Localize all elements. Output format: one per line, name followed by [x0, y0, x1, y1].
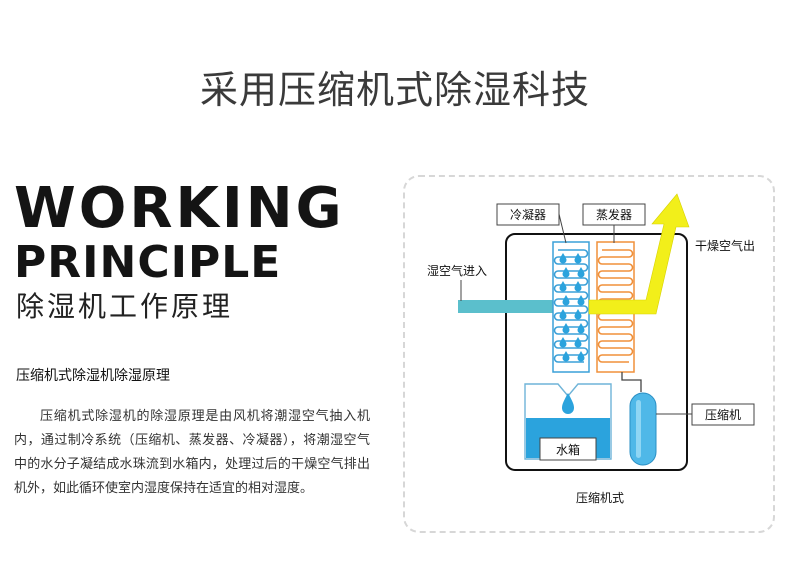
compressor-body	[629, 392, 657, 466]
condenser-coil	[553, 249, 589, 363]
water-drop	[559, 337, 567, 348]
condenser-leader	[558, 213, 567, 244]
water-drop-icon	[562, 393, 574, 414]
refrigerant-pipe	[621, 372, 642, 392]
water-drop	[577, 351, 585, 362]
condenser-label: 冷凝器	[510, 207, 546, 222]
water-drop	[577, 295, 585, 306]
water-drop	[562, 295, 570, 306]
condenser-coil-line	[553, 249, 589, 363]
compressor-highlight	[636, 400, 641, 458]
water-drop	[559, 281, 567, 292]
water-drop	[574, 337, 582, 348]
main-title: 采用压缩机式除湿科技	[199, 68, 590, 112]
condenser-unit	[552, 241, 590, 373]
water-drop	[574, 281, 582, 292]
dry-air-flow-arrow	[588, 193, 690, 315]
condensation-drops	[559, 253, 585, 362]
diagram-caption: 压缩机式	[576, 490, 624, 505]
water-tank-label: 水箱	[556, 442, 580, 457]
water-drop	[574, 253, 582, 264]
water-drop	[577, 323, 585, 334]
water-drop	[574, 309, 582, 320]
working-heading: WORKING	[14, 176, 345, 241]
water-drop	[559, 253, 567, 264]
diagram-frame	[403, 175, 775, 533]
compressor-label: 压缩机	[705, 407, 741, 422]
evaporator-label: 蒸发器	[596, 207, 632, 222]
humid-air-in-label: 湿空气进入	[427, 263, 487, 278]
humid-air-flow	[458, 300, 558, 313]
water-tank-label-box	[539, 437, 597, 461]
water-drop	[559, 309, 567, 320]
water-drop	[562, 267, 570, 278]
water-drop	[577, 267, 585, 278]
cn-subtitle: 除湿机工作原理	[16, 290, 234, 323]
principle-heading: PRINCIPLE	[14, 237, 282, 288]
description-text: 压缩机式除湿机的除湿原理是由风机将潮湿空气抽入机内，通过制冷系统（压缩机、蒸发器…	[14, 409, 370, 496]
water-drop	[562, 323, 570, 334]
water-drop	[562, 351, 570, 362]
dry-air-out-label: 干燥空气出	[695, 238, 755, 253]
section-title: 压缩机式除湿机除湿原理	[16, 368, 170, 384]
